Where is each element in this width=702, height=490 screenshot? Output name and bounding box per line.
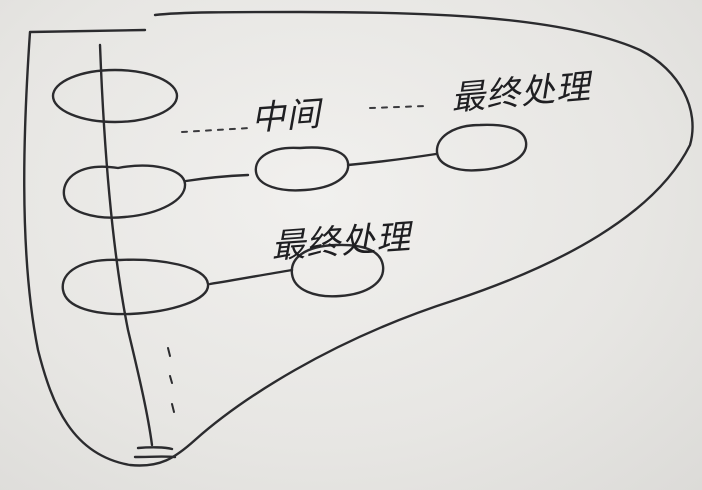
connector-intermediate-final (346, 152, 438, 167)
outer-boundary (23, 10, 694, 467)
node-ellipse-3 (61, 258, 210, 316)
final-ellipse-bottom (290, 243, 385, 298)
connector-node2-intermediate (184, 173, 250, 183)
vertical-axis-line (98, 43, 154, 447)
label-final-bottom: 最终处理 (270, 217, 415, 267)
dashed-connector-top-right (369, 105, 426, 109)
node-ellipse-2 (62, 164, 187, 219)
axis-end-mark (133, 446, 177, 459)
connector-node3-final (208, 268, 294, 286)
intermediate-ellipse (254, 146, 350, 192)
label-intermediate: 中间 (250, 94, 326, 139)
label-final-top: 最终处理 (449, 67, 595, 119)
dashed-connector-top-left (181, 127, 251, 133)
final-ellipse-top (435, 123, 528, 172)
continuation-dots (167, 347, 175, 413)
node-ellipse-1 (51, 68, 179, 124)
